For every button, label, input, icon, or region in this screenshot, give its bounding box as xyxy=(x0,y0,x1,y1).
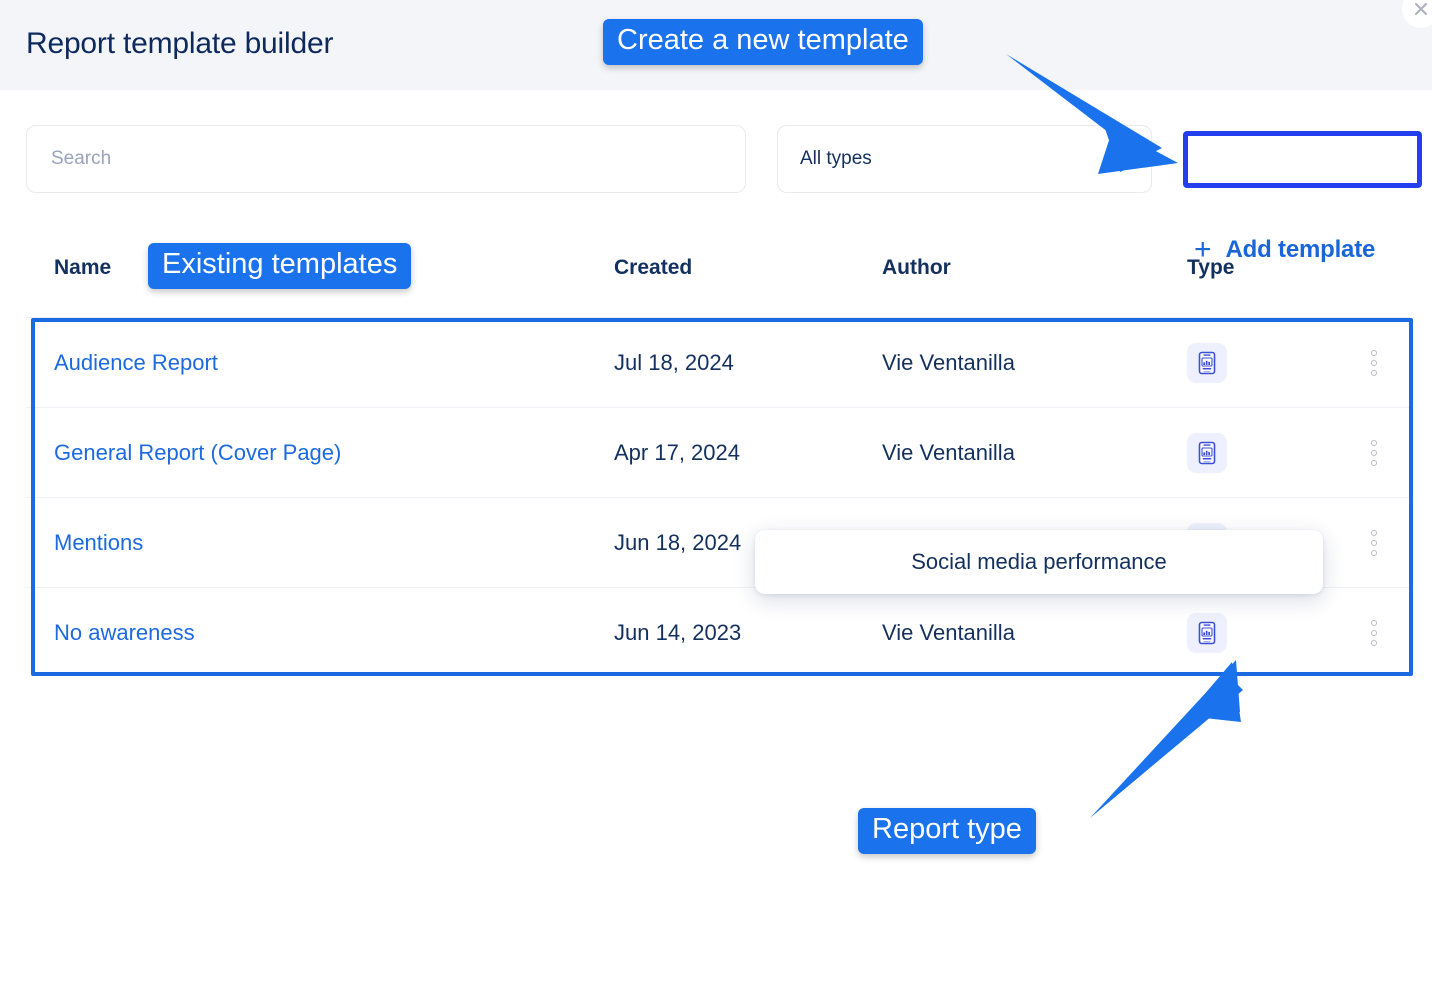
template-author: Vie Ventanilla xyxy=(882,620,1015,645)
search-input[interactable] xyxy=(49,147,723,171)
page-header: Report template builder xyxy=(0,0,1432,90)
search-input-wrapper[interactable] xyxy=(26,125,746,193)
mobile-chart-icon[interactable] xyxy=(1187,432,1227,473)
toolbar: All types + Add template xyxy=(0,90,1432,264)
mobile-chart-icon[interactable] xyxy=(1187,342,1227,383)
mobile-chart-icon[interactable] xyxy=(1187,613,1227,653)
template-name-link[interactable]: No awareness xyxy=(54,620,195,645)
template-name-link[interactable]: Audience Report xyxy=(54,349,218,375)
table-body: Audience Report Jul 18, 2024 Vie Ventani… xyxy=(26,318,1410,678)
close-icon[interactable] xyxy=(1402,0,1432,28)
page-title: Report template builder xyxy=(26,27,334,60)
kebab-menu-icon[interactable] xyxy=(1365,344,1383,382)
add-template-label: Add template xyxy=(1225,235,1376,263)
annotation-report-type: Report type xyxy=(858,808,1036,855)
column-header-author: Author xyxy=(882,255,951,279)
type-tooltip: Social media performance xyxy=(755,530,1323,594)
template-created: Jun 14, 2023 xyxy=(614,620,742,645)
plus-icon: + xyxy=(1194,232,1212,266)
type-filter-value: All types xyxy=(800,148,872,169)
table-row[interactable]: Audience Report Jul 18, 2024 Vie Ventani… xyxy=(26,318,1410,408)
type-filter-select[interactable]: All types xyxy=(777,125,1152,193)
template-name-link[interactable]: General Report (Cover Page) xyxy=(54,439,342,465)
template-created: Jun 18, 2024 xyxy=(614,529,742,555)
arrow-report-type xyxy=(1090,660,1243,818)
kebab-menu-icon[interactable] xyxy=(1365,434,1383,472)
template-author: Vie Ventanilla xyxy=(882,439,1015,465)
templates-table: Name Created Author Type Audience Report… xyxy=(26,218,1410,678)
column-header-type: Type xyxy=(1187,255,1235,279)
column-header-created: Created xyxy=(614,255,693,279)
table-row[interactable]: No awareness Jun 14, 2023 Vie Ventanilla xyxy=(26,588,1410,678)
table-row[interactable]: General Report (Cover Page) Apr 17, 2024… xyxy=(26,408,1410,498)
type-tooltip-text: Social media performance xyxy=(911,549,1167,574)
template-name-link[interactable]: Mentions xyxy=(54,529,144,555)
column-header-name: Name xyxy=(54,255,112,279)
kebab-menu-icon[interactable] xyxy=(1365,614,1383,652)
template-created: Jul 18, 2024 xyxy=(614,349,734,375)
template-created: Apr 17, 2024 xyxy=(614,439,740,465)
table-header-row: Name Created Author Type xyxy=(26,218,1410,318)
add-template-button[interactable]: + Add template xyxy=(1188,227,1381,272)
template-author: Vie Ventanilla xyxy=(882,349,1015,375)
chevron-down-icon xyxy=(1111,154,1129,164)
kebab-menu-icon[interactable] xyxy=(1365,524,1383,562)
